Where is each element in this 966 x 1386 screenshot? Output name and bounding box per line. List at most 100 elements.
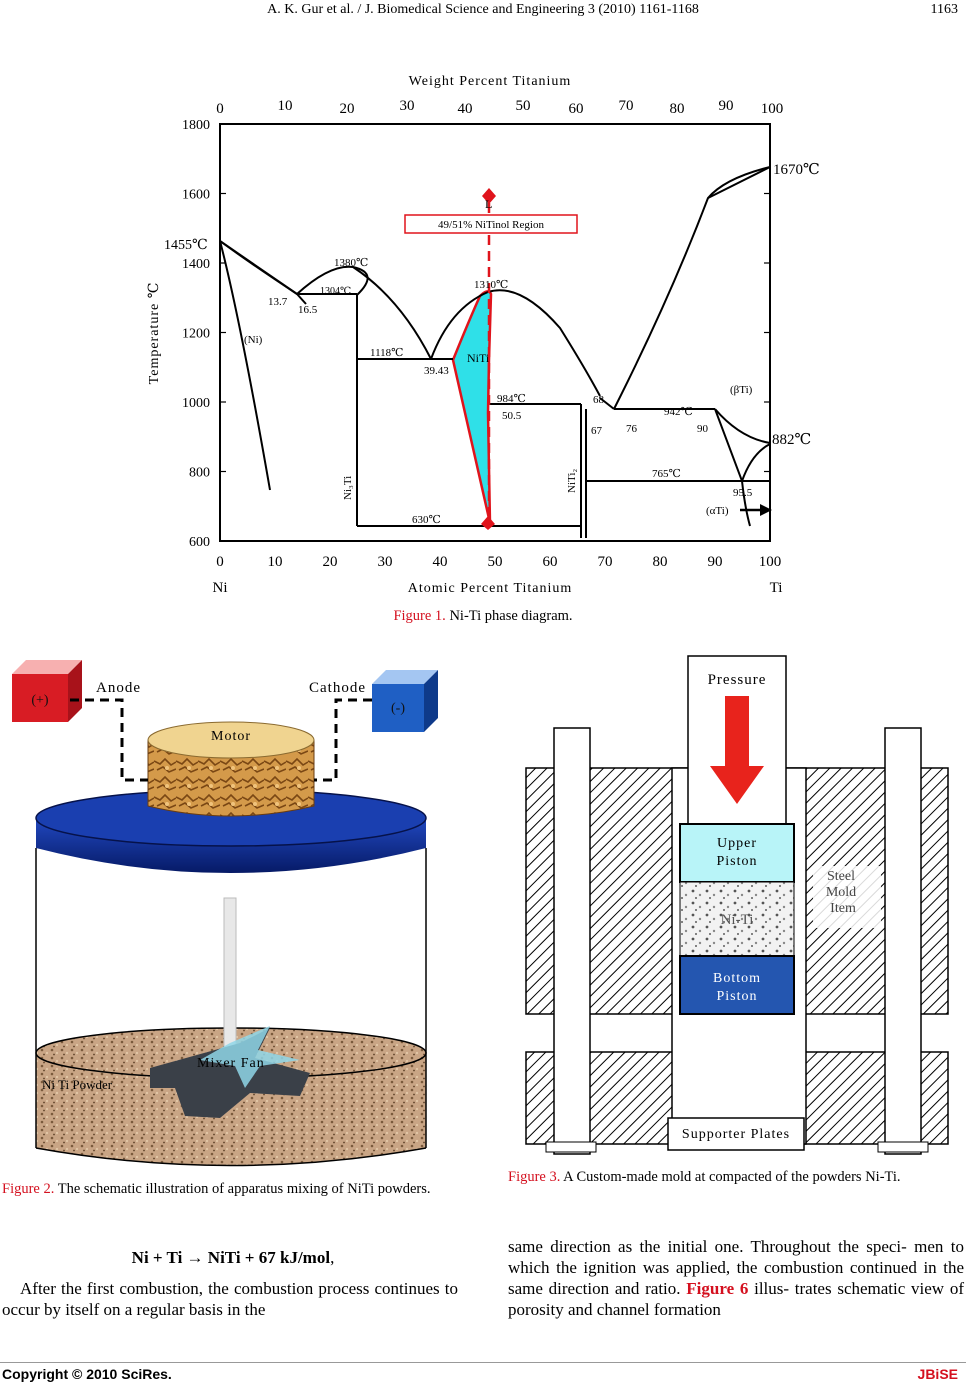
top-tick-label: 60 [569, 101, 584, 117]
diagram-labels: L 1670℃ 1455℃ 1380℃ 1304℃ 1310℃ 13.7 16.… [164, 162, 820, 526]
top-tick-label: 80 [670, 101, 685, 117]
bottom-tick-label: 90 [708, 554, 723, 570]
top-tick-label: 50 [516, 98, 531, 114]
cathode-box-top [372, 670, 438, 684]
reaction-equation-text: Ni + Ti → NiTi + 67 kJ/mol [131, 1248, 331, 1267]
steel-label-3: Item [830, 901, 856, 916]
y-tick-label: 800 [189, 466, 210, 481]
label-niti2: NiTi₂ [566, 469, 578, 493]
top-tick-label: 90 [719, 98, 734, 114]
alpha-arrowhead-icon [760, 504, 772, 516]
y-tick-label: 1400 [182, 257, 210, 272]
y-axis-ticks: 1800 1600 1400 1200 1000 800 600 [182, 118, 210, 550]
anode-label: Anode [96, 680, 141, 696]
label-16-5: 16.5 [298, 304, 318, 316]
label-942: 942℃ [664, 406, 693, 418]
label-niti: NiTi [467, 351, 490, 365]
left-element-label: Ni [213, 580, 228, 596]
y-tick-label: 1600 [182, 188, 210, 203]
steel-label-2: Mold [826, 885, 856, 900]
footer-rule [0, 1362, 966, 1363]
right-paragraph-part-a: same direction as the initial one. Throu… [508, 1237, 964, 1298]
region-diamond-marker [482, 188, 496, 204]
label-39-43: 39.43 [424, 365, 449, 377]
figure-1-caption-label: Figure 1. [393, 608, 446, 624]
label-alpha: (αTi) [706, 505, 729, 517]
label-beta: (βTi) [730, 384, 753, 396]
figure-3-mold: Pressure Upper Piston Ni-Ti Bottom Pisto… [525, 655, 949, 1155]
label-1455: 1455℃ [164, 238, 208, 253]
label-ni3ti: Ni₃Ti [342, 476, 354, 500]
powder-label: Ni Ti Powder [42, 1077, 113, 1092]
label-68: 68 [593, 394, 605, 406]
steel-label-area [813, 866, 881, 928]
motor-body [147, 739, 315, 817]
bottom-tick-label: 20 [323, 554, 338, 570]
label-13-7: 13.7 [268, 296, 288, 308]
reaction-equation: Ni + Ti → NiTi + 67 kJ/mol, [0, 1248, 466, 1268]
top-axis-title: Weight Percent Titanium [409, 74, 572, 89]
arrow-630 [481, 516, 495, 530]
figure-2-caption-label: Figure 2. [2, 1181, 55, 1197]
top-tick-label: 0 [216, 101, 224, 117]
cathode-wire [314, 698, 372, 782]
figure-3-caption-label: Figure 3. [508, 1169, 561, 1185]
label-1304: 1304℃ [320, 286, 351, 297]
label-630: 630℃ [412, 514, 441, 526]
right-paragraph-part-b: illus- trates schematic view of porosity… [508, 1279, 964, 1319]
y-tick-label: 600 [189, 535, 210, 550]
cathode-label: Cathode [309, 680, 366, 696]
right-element-label: Ti [770, 580, 783, 596]
bottom-piston-label-2: Piston [716, 989, 757, 1004]
y-tick-label: 1800 [182, 118, 210, 133]
pressure-label: Pressure [708, 672, 767, 688]
y-tick-label: 1000 [182, 396, 210, 411]
figure-2-caption-text: The schematic illustration of apparatus … [54, 1181, 431, 1197]
bottom-tick-label: 70 [598, 554, 613, 570]
region-box-label: 49/51% NiTinol Region [438, 219, 544, 231]
figure-3-caption: Figure 3. A Custom-made mold at compacte… [508, 1168, 964, 1187]
upper-piston [679, 823, 795, 883]
anode-box-top [12, 660, 82, 674]
guide-rod-right [884, 727, 922, 1155]
top-tick-label: 10 [278, 98, 293, 114]
figure-6-reference-link[interactable]: Figure 6 [686, 1279, 749, 1298]
label-50-5: 50.5 [502, 410, 522, 422]
y-tick-label: 1200 [182, 327, 210, 342]
reaction-equation-tail: , [330, 1248, 335, 1267]
steel-label-1: Steel [827, 869, 855, 884]
base-foot-right [877, 1141, 929, 1153]
label-765: 765℃ [652, 468, 681, 480]
top-tick-label: 30 [400, 98, 415, 114]
bottom-tick-label: 100 [759, 554, 782, 570]
bottom-tick-label: 10 [268, 554, 283, 570]
supporter-plates [667, 1117, 805, 1151]
phase-boundaries [219, 166, 771, 541]
bottom-tick-label: 0 [216, 554, 224, 570]
mixer-shaft [223, 897, 237, 1049]
niti-phase-region [453, 292, 491, 523]
label-984: 984℃ [497, 393, 526, 405]
figure-2-caption: Figure 2. The schematic illustration of … [2, 1180, 457, 1199]
guide-rod-left [553, 727, 591, 1155]
figure-3-caption-text: A Custom-made mold at compacted of the p… [560, 1169, 901, 1185]
page-number: 1163 [930, 2, 958, 17]
top-tick-label: 20 [340, 101, 355, 117]
bottom-tick-label: 60 [543, 554, 558, 570]
footer-copyright: Copyright © 2010 SciRes. [2, 1366, 172, 1382]
upper-piston-label-2: Piston [716, 854, 757, 869]
plot-frame [219, 123, 771, 542]
label-1670: 1670℃ [773, 162, 820, 178]
label-90: 90 [697, 423, 709, 435]
niti-compact [679, 881, 795, 957]
bottom-piston-label-1: Bottom [713, 971, 761, 986]
anode-wire [70, 698, 148, 782]
cathode-box-side [424, 670, 438, 732]
mixer-fan-label: Mixer Fan [197, 1056, 265, 1071]
footer-journal: JBiSE [917, 1366, 958, 1382]
anode-box-side [68, 660, 82, 722]
figure-1-caption: Figure 1. Ni-Ti phase diagram. [0, 607, 966, 626]
figure-1-caption-text: Ni-Ti phase diagram. [445, 608, 573, 624]
